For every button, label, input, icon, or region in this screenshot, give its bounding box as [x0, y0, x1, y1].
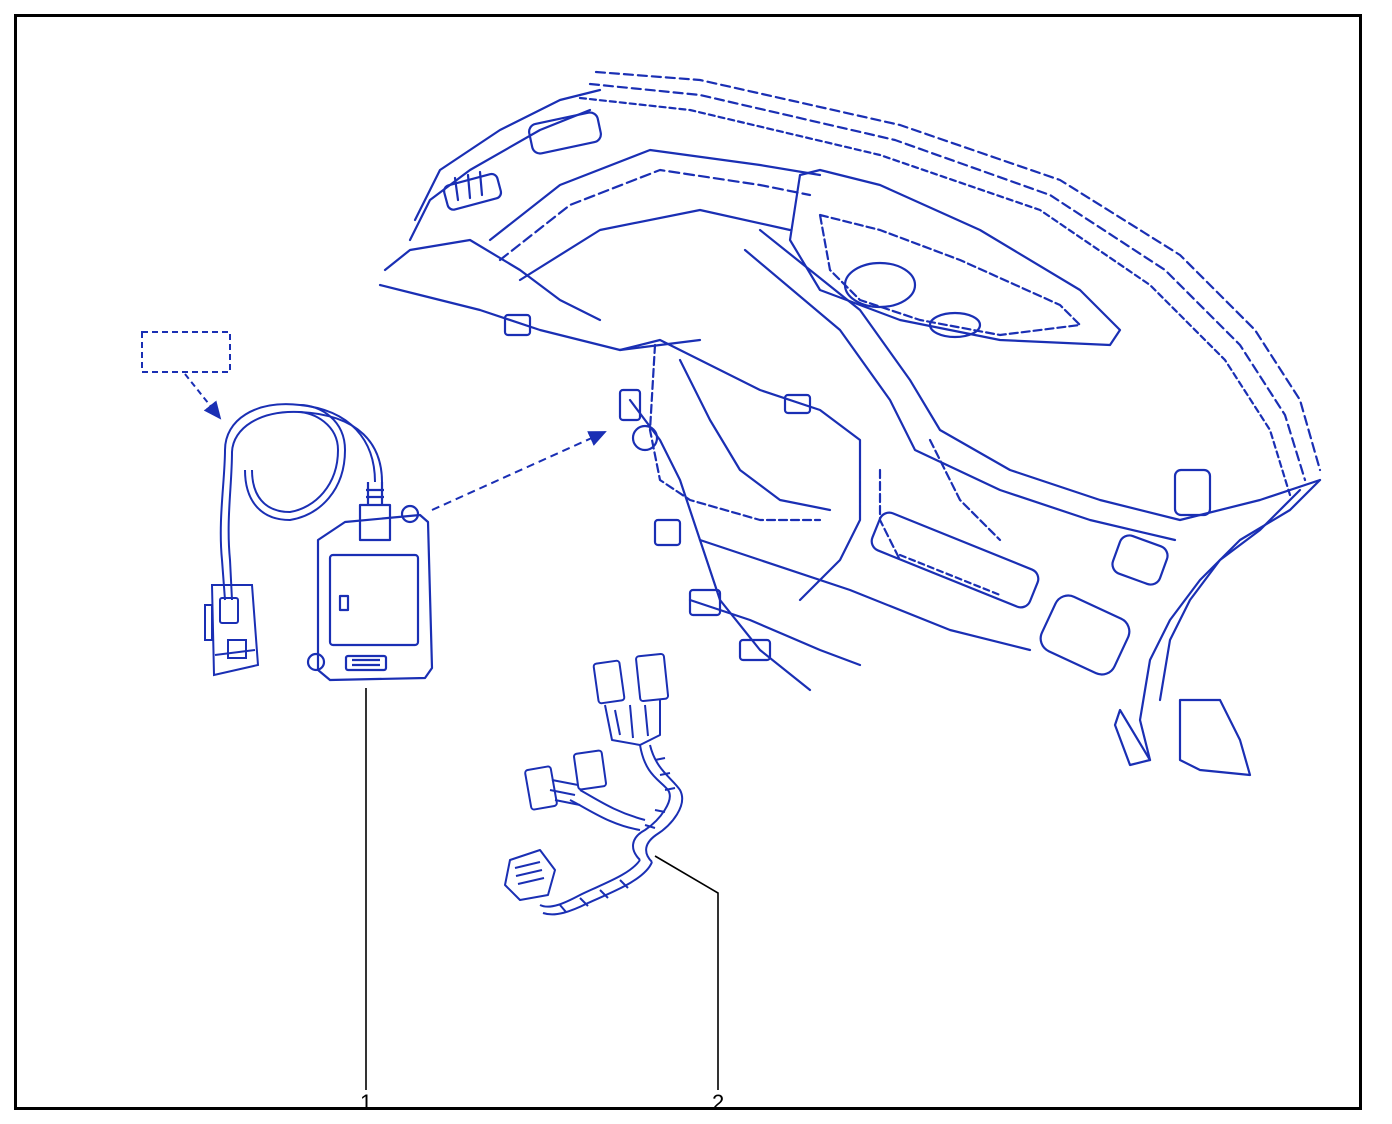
control-module [306, 482, 434, 682]
leader-line-2 [654, 855, 719, 1090]
instrument-panel-assembly [378, 70, 1322, 777]
callout-2: 2 [712, 1090, 725, 1115]
leader-lines [365, 688, 719, 1090]
callout-1: 1 [360, 1090, 373, 1115]
diagram-frame [14, 14, 1362, 1110]
cable-connector [204, 403, 383, 677]
location-reference-box [141, 331, 231, 420]
install-direction-arrow [431, 431, 607, 511]
wiring-harness [504, 652, 683, 916]
